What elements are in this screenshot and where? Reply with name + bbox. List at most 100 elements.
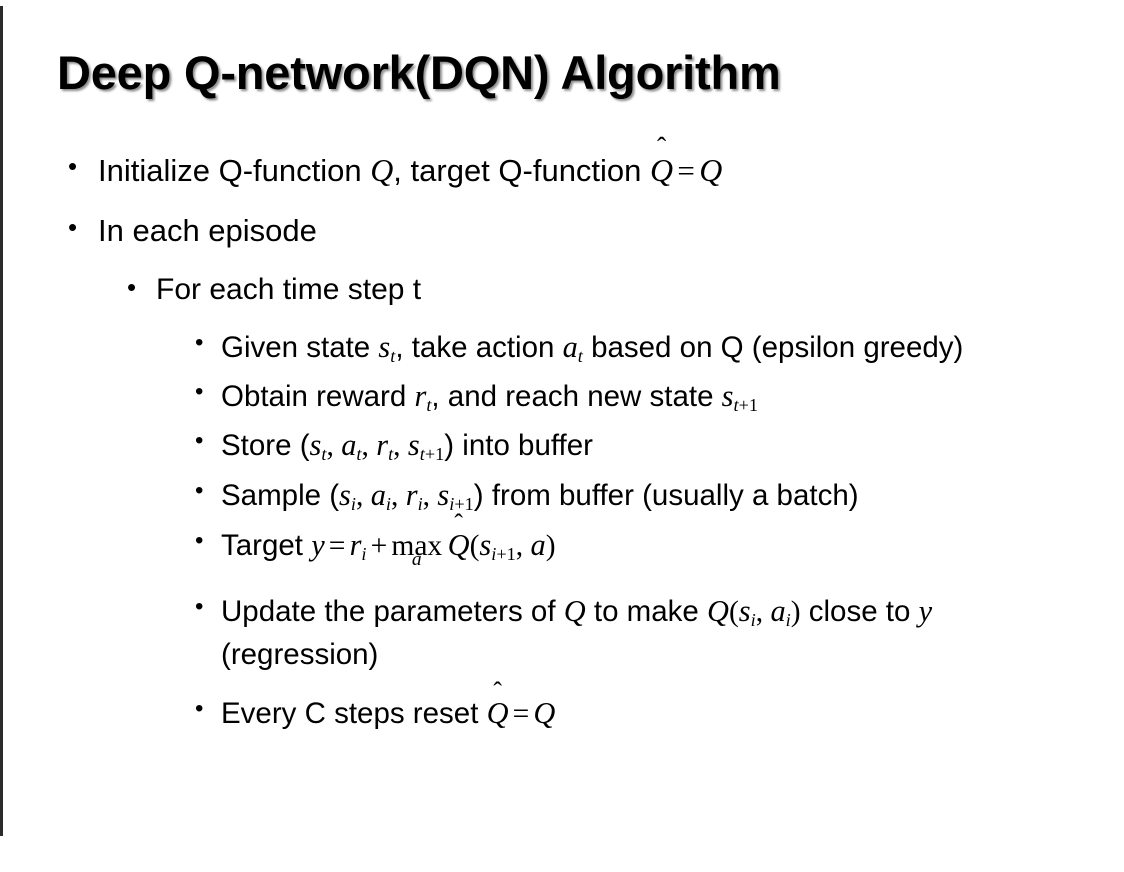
math-comma: , xyxy=(422,480,438,513)
list-item-sample: • Sample (si, ai, ri, si+1) from buffer … xyxy=(0,474,1124,518)
math-var-s: s xyxy=(721,379,734,414)
math-open-paren: ( xyxy=(728,595,739,628)
bullet-dot-icon: • xyxy=(195,477,204,505)
bullet-dot-icon: • xyxy=(195,694,204,722)
math-comma: , xyxy=(755,595,771,628)
sample-post-text: ) from buffer (usually a batch) xyxy=(473,479,859,513)
list-item-initialize: • Initialize Q-function Q, target Q-func… xyxy=(0,148,1124,193)
math-var-r: r xyxy=(414,379,427,414)
bullet-dot-icon: • xyxy=(195,427,204,455)
math-var-s: s xyxy=(479,527,492,562)
bullet-dot-icon: • xyxy=(195,526,204,554)
list-item-every-c-steps: • Every C steps reset ̂Q=Q xyxy=(0,692,1124,736)
list-item-text: For each time step t xyxy=(156,273,422,307)
sub-offset: +1 xyxy=(738,395,759,416)
math-var-r: r xyxy=(376,428,389,463)
math-comma: , xyxy=(326,430,342,463)
algorithm-bullet-list: • Initialize Q-function Q, target Q-func… xyxy=(0,148,1124,741)
obtain-reward-pre-text: Obtain reward xyxy=(221,380,415,414)
math-equals: = xyxy=(512,697,530,730)
math-var-s: s xyxy=(738,593,751,628)
math-equals: = xyxy=(677,153,695,188)
given-state-pre-text: Given state xyxy=(221,330,379,364)
sub-offset: +1 xyxy=(424,444,445,465)
math-sub-t: t xyxy=(388,444,394,465)
math-sub-t: t xyxy=(356,444,362,465)
math-var-q: Q xyxy=(533,695,556,730)
list-item-text: Every C steps reset ̂Q=Q xyxy=(221,692,1090,736)
update-mid-text: to make xyxy=(585,594,707,628)
every-c-pre-text: Every C steps reset xyxy=(221,696,487,730)
math-sub-i-plus-1: i+1 xyxy=(491,544,516,564)
list-item-text: Initialize Q-function Q, target Q-functi… xyxy=(98,148,1084,193)
sub-offset: +1 xyxy=(454,494,474,515)
math-plus: + xyxy=(370,529,388,562)
math-open-paren: ( xyxy=(469,529,480,562)
initialize-pre-text: Initialize Q-function xyxy=(98,153,371,188)
math-var-r: r xyxy=(349,527,362,562)
math-max-label: max xyxy=(391,529,443,562)
math-sub-i: i xyxy=(361,544,367,565)
page-title: Deep Q-network(DQN) Algorithm xyxy=(57,46,781,99)
math-close-paren: ) xyxy=(545,529,556,562)
math-comma: , xyxy=(393,430,408,463)
math-var-r: r xyxy=(405,478,418,513)
bullet-dot-icon: • xyxy=(195,328,204,356)
math-sub-t: t xyxy=(577,346,583,367)
list-item-text: Store (st, at, rt, st+1) into buffer xyxy=(221,424,1090,468)
list-item-in-each-episode: • In each episode xyxy=(0,209,1124,253)
math-q-hat-base: Q xyxy=(447,527,470,562)
math-sub-t-plus-1: t+1 xyxy=(420,444,445,464)
math-q-hat: ̂Q xyxy=(448,524,470,567)
math-var-a: a xyxy=(370,478,386,513)
list-item-text: Target y=ri+maxâQ(si+1, a) xyxy=(221,524,1090,569)
math-var-s: s xyxy=(378,329,391,364)
math-var-s: s xyxy=(309,428,322,463)
given-state-mid-text: , take action xyxy=(395,330,563,364)
target-pre-text: Target xyxy=(221,528,312,562)
math-sub-i: i xyxy=(350,494,356,515)
math-equals: = xyxy=(328,529,346,562)
list-item-text: In each episode xyxy=(98,213,317,249)
math-var-q2: Q xyxy=(707,593,729,628)
math-comma: , xyxy=(361,430,377,463)
slide-left-edge-bar xyxy=(0,6,3,836)
bullet-dot-icon: • xyxy=(195,592,204,620)
math-sub-t: t xyxy=(426,395,432,416)
math-var-s: s xyxy=(339,478,351,513)
list-item-obtain-reward: • Obtain reward rt, and reach new state … xyxy=(0,375,1124,418)
math-var-a: a xyxy=(562,329,578,364)
math-var-s: s xyxy=(407,428,420,463)
math-sub-i-plus-1: i+1 xyxy=(449,494,474,514)
store-pre-text: Store ( xyxy=(221,429,310,463)
bullet-dot-icon: • xyxy=(127,272,137,303)
math-var-a: a xyxy=(341,428,357,463)
math-sub-i: i xyxy=(750,609,756,630)
initialize-mid-text: , target Q-function xyxy=(393,153,651,188)
math-q-hat: ̂Q xyxy=(650,148,673,193)
given-state-post-text: based on Q (epsilon greedy) xyxy=(582,330,964,364)
sub-var: i xyxy=(491,544,497,565)
sub-offset: +1 xyxy=(496,544,516,565)
list-item-for-each-time-step: • For each time step t xyxy=(0,269,1124,312)
list-item-update: • Update the parameters of Q to make Q(s… xyxy=(0,590,1124,676)
math-comma: , xyxy=(355,480,371,513)
math-var-a: a xyxy=(530,527,546,562)
update-post-text: close to xyxy=(800,594,919,628)
math-close-paren: ) xyxy=(790,595,801,628)
math-sub-t: t xyxy=(390,346,396,367)
math-var-y: y xyxy=(918,593,933,628)
sub-var: i xyxy=(449,494,455,515)
update-pre-text: Update the parameters of xyxy=(221,594,564,628)
math-q-hat-base: Q xyxy=(650,153,674,188)
math-q-hat: ̂Q xyxy=(487,692,509,735)
update-tail-text: (regression) xyxy=(221,637,379,671)
math-var-q: Q xyxy=(370,153,394,188)
math-comma: , xyxy=(391,480,406,513)
obtain-reward-mid-text: , and reach new state xyxy=(431,380,722,414)
store-post-text: ) into buffer xyxy=(444,429,593,463)
list-item-text: Update the parameters of Q to make Q(si,… xyxy=(221,590,1090,676)
list-item-store: • Store (st, at, rt, st+1) into buffer xyxy=(0,424,1124,468)
